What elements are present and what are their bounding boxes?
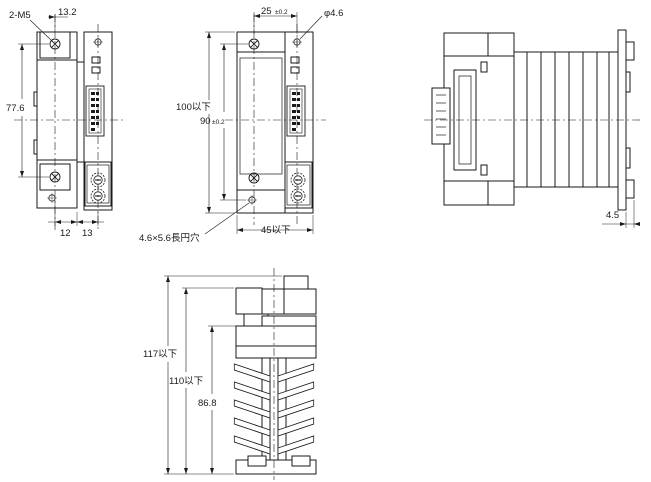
dim-phi-4-6: φ4.6 [324, 8, 343, 19]
dim-100-max: 100以下 [176, 102, 211, 113]
dim-110-max: 110以下 [169, 376, 203, 387]
dim-13: 13 [82, 228, 93, 239]
dim-77-6: 77.6 [6, 103, 25, 114]
dim-90: 90 [200, 116, 211, 127]
front-view-center [225, 14, 326, 225]
side-view [424, 29, 640, 211]
side-view-dims: 4.5 [602, 200, 640, 228]
dim-117-max: 117以下 [143, 349, 177, 360]
front-view-center-dims: 25 ±0.2 φ4.6 100以下 90 ±0.2 4.6×5.6長円穴 45… [139, 6, 343, 244]
screw-label: 2-M5 [9, 10, 31, 21]
dim-90-tolerance: ±0.2 [212, 119, 225, 126]
dim-12: 12 [60, 228, 71, 239]
front-view-left-dims: 77.6 13.2 2-M5 12 13 [6, 7, 104, 239]
dim-25: 25 [261, 6, 272, 17]
hole-label: 4.6×5.6長円穴 [139, 232, 200, 244]
dim-13-2: 13.2 [58, 7, 77, 18]
dim-86-8: 86.8 [198, 398, 217, 409]
dim-4-5: 4.5 [606, 210, 619, 221]
heatsink-view [233, 268, 317, 480]
dim-45-max: 45以下 [261, 225, 291, 236]
front-view-left [14, 14, 126, 232]
dim-25-tolerance: ±0.2 [275, 9, 288, 16]
heatsink-view-dims: 117以下 110以下 86.8 [143, 275, 282, 475]
